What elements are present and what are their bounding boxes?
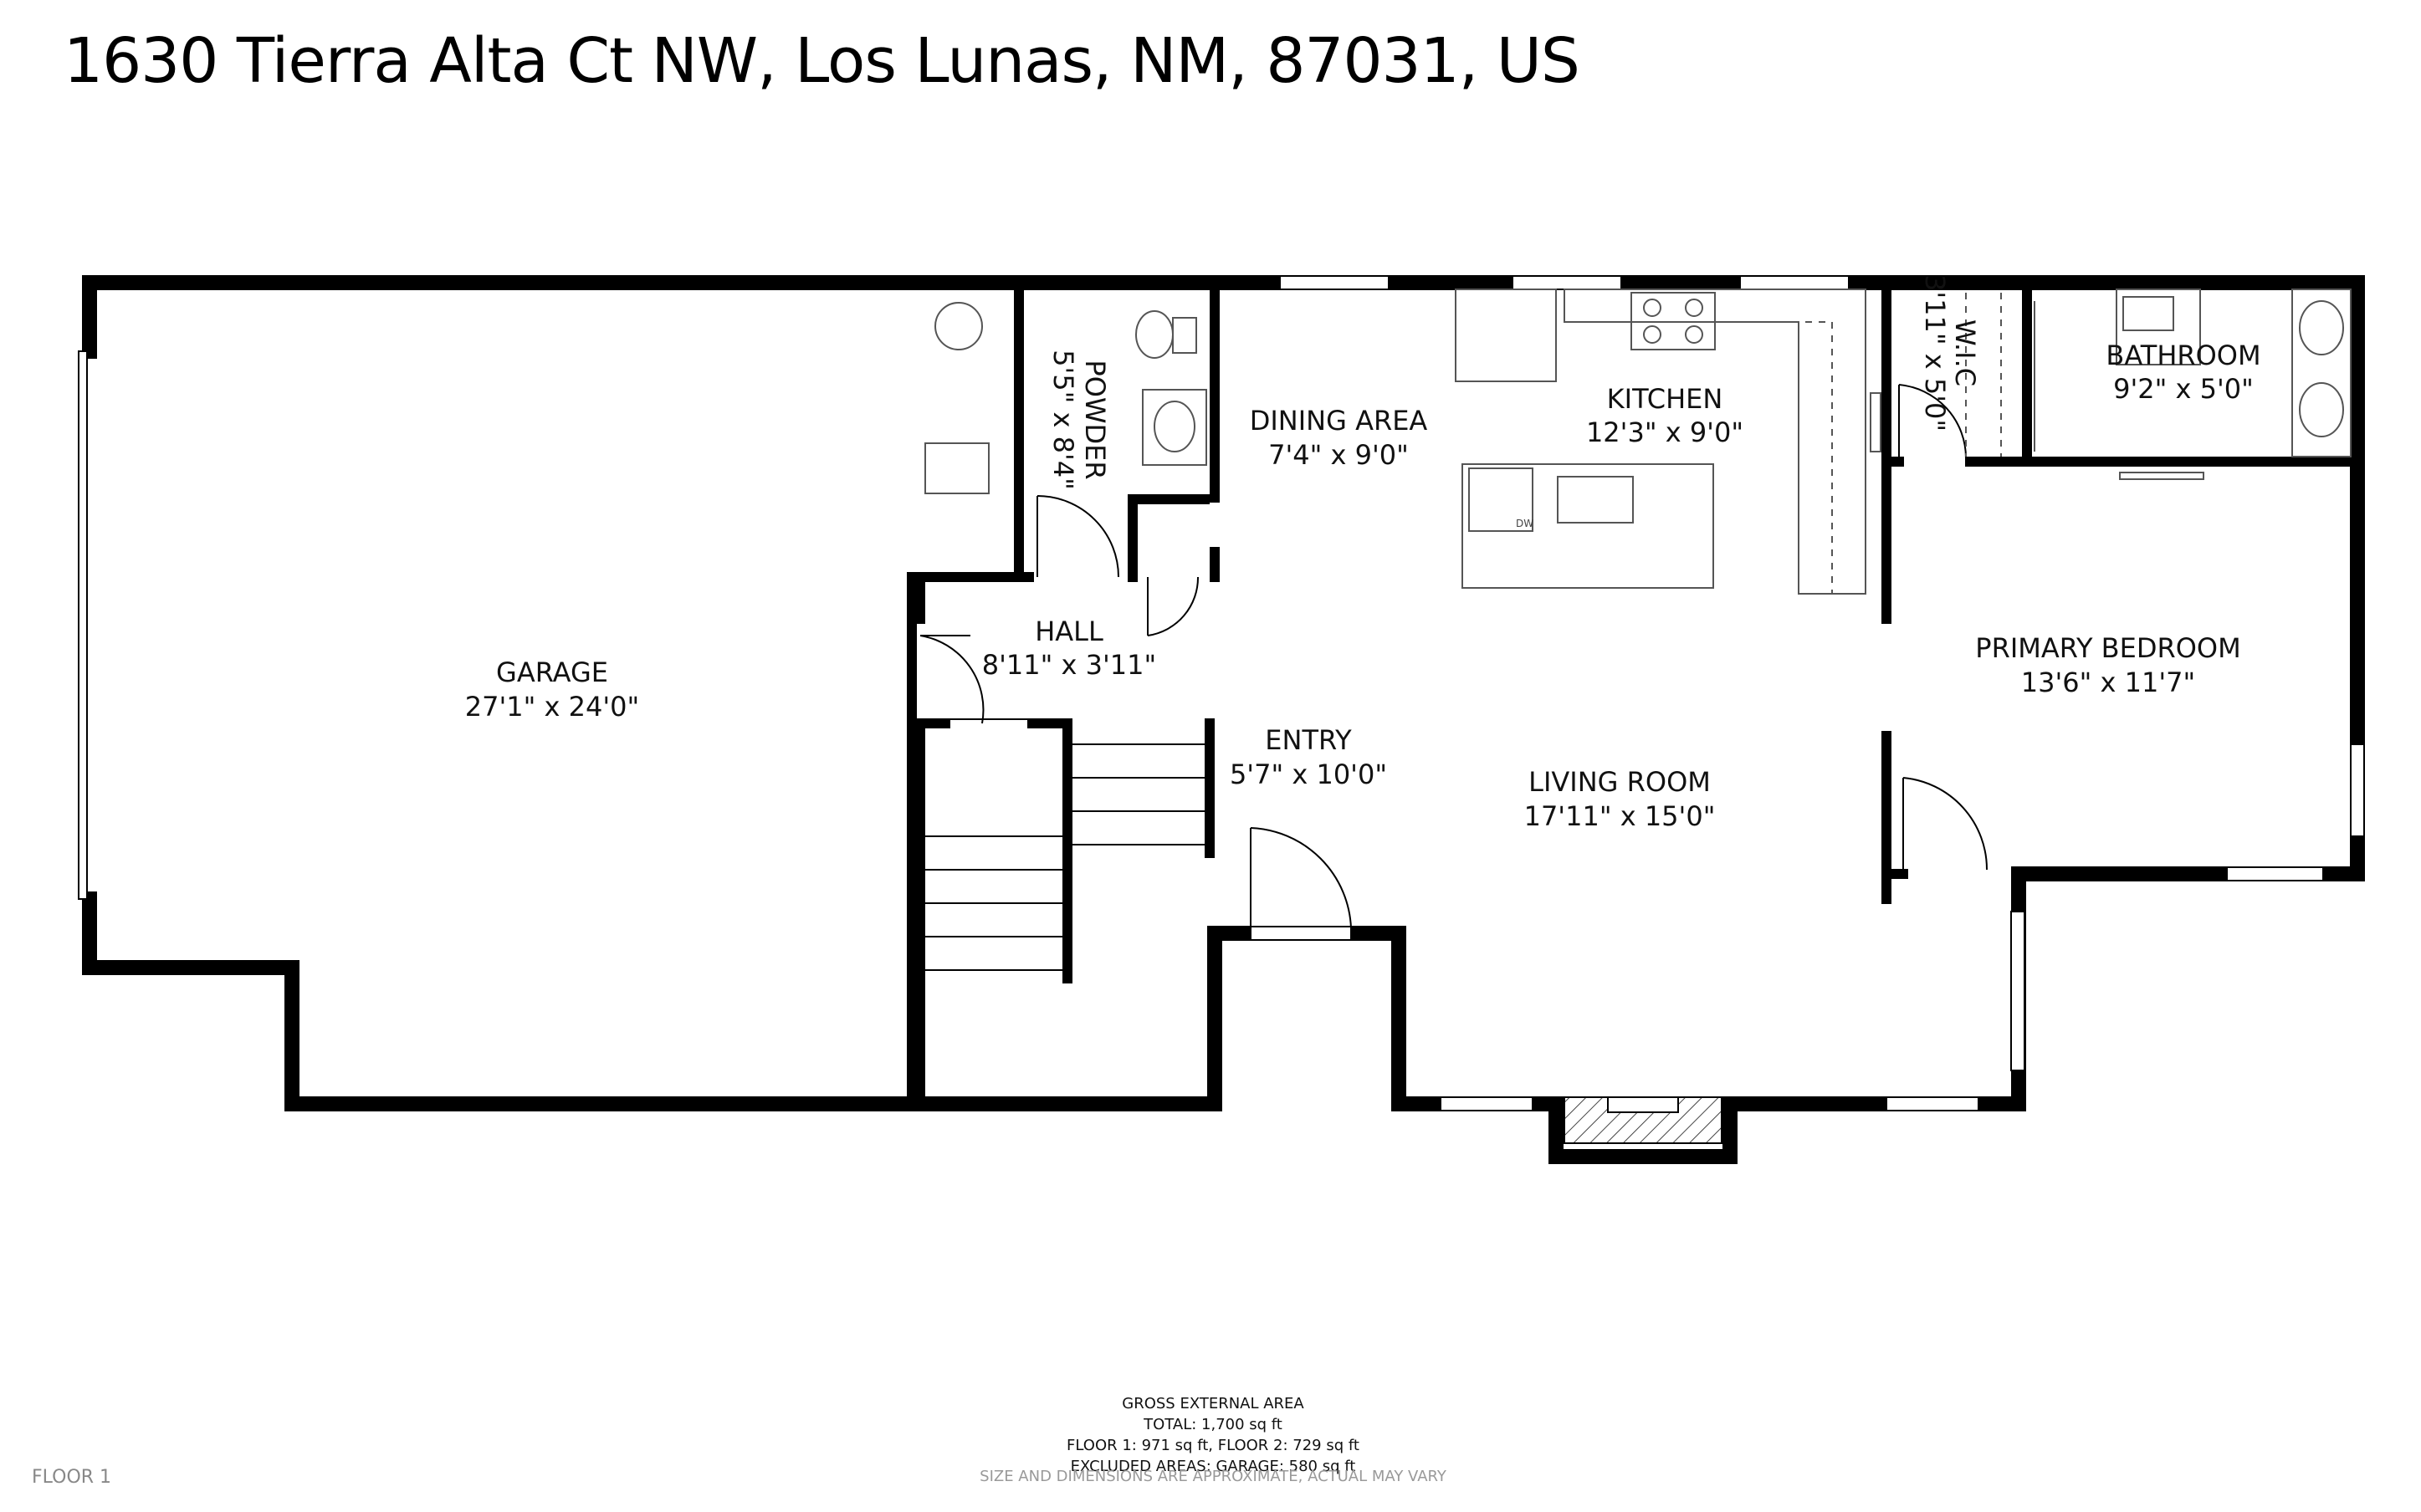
windows [78, 275, 2365, 1111]
kitchen-label: KITCHEN [1607, 383, 1723, 415]
area-heading: GROSS EXTERNAL AREA [1122, 1395, 1304, 1412]
primary-bedroom-label: PRIMARY BEDROOM [1975, 632, 2240, 664]
powder-label: POWDER [1079, 360, 1111, 479]
wic-label: W.I.C [1949, 319, 1981, 386]
garage-dims: 27'1" x 24'0" [465, 691, 639, 723]
area-summary: GROSS EXTERNAL AREA TOTAL: 1,700 sq ft F… [1046, 1393, 1380, 1477]
bathroom-label: BATHROOM [2106, 340, 2260, 371]
stairs [920, 743, 1205, 971]
living-room-dims: 17'11" x 15'0" [1524, 800, 1716, 832]
disclaimer: SIZE AND DIMENSIONS ARE APPROXIMATE, ACT… [980, 1468, 1446, 1485]
powder-dims: 5'5" x 8'4" [1047, 350, 1079, 490]
fixtures [924, 289, 2352, 595]
page-title: 1630 Tierra Alta Ct NW, Los Lunas, NM, 8… [64, 25, 1580, 97]
kitchen-dims: 12'3" x 9'0" [1586, 416, 1743, 448]
garage-label: GARAGE [496, 656, 608, 688]
fireplace [1564, 1096, 1722, 1144]
entry-label: ENTRY [1265, 724, 1352, 756]
doors [919, 384, 1988, 941]
room-labels: GARAGE 27'1" x 24'0" POWDER 5'5" x 8'4" … [465, 274, 2261, 832]
primary-bedroom-dims: 13'6" x 11'7" [2021, 667, 2195, 698]
bathroom-dims: 9'2" x 5'0" [2113, 373, 2254, 405]
area-total: TOTAL: 1,700 sq ft [1144, 1416, 1282, 1433]
entry-dims: 5'7" x 10'0" [1230, 759, 1387, 790]
area-excluded: EXCLUDED AREAS: GARAGE: 580 sq ft [1070, 1458, 1356, 1475]
dishwasher-label: DW [1516, 518, 1533, 529]
wic-dims: 3'11" x 5'0" [1919, 274, 1951, 432]
living-room-label: LIVING ROOM [1528, 766, 1711, 798]
floor-label: FLOOR 1 [32, 1467, 112, 1488]
dining-area-label: DINING AREA [1250, 405, 1428, 437]
hall-dims: 8'11" x 3'11" [982, 649, 1156, 681]
hall-label: HALL [1035, 616, 1103, 647]
area-floors: FLOOR 1: 971 sq ft, FLOOR 2: 729 sq ft [1067, 1437, 1359, 1454]
interior-walls [907, 278, 2362, 1109]
dining-area-dims: 7'4" x 9'0" [1268, 439, 1409, 471]
